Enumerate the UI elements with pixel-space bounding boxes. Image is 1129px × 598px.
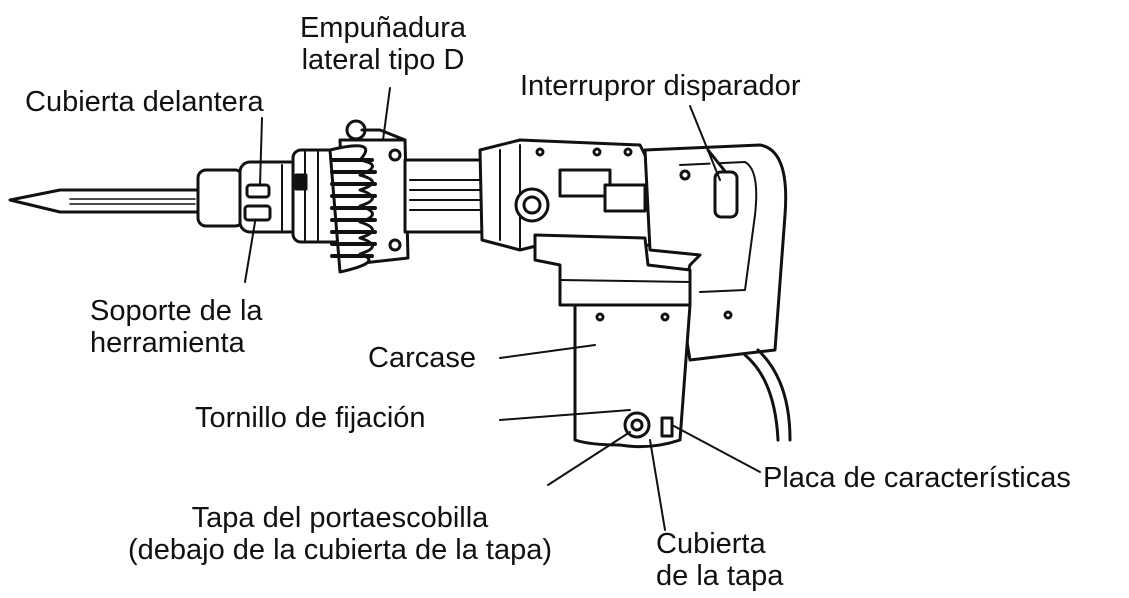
front-cover-part	[196, 160, 302, 234]
label-tornillo: Tornillo de fijación	[195, 402, 426, 434]
label-tapa-portaescobilla: Tapa del portaescobilla (debajo de la cu…	[80, 502, 600, 566]
label-tapa-portaescobilla-line2: (debajo de la cubierta de la tapa)	[127, 534, 552, 566]
label-carcase: Carcase	[368, 342, 476, 374]
label-cubierta-tapa-line2: de la tapa	[656, 560, 784, 592]
label-empunadura: Empuñadura lateral tipo D	[268, 12, 498, 76]
label-soporte: Soporte de la herramienta	[90, 295, 263, 359]
label-interruptor: Interrupror disparador	[520, 70, 801, 102]
leader-lines	[244, 87, 761, 531]
chisel-bit	[8, 188, 202, 214]
label-empunadura-line1: Empuñadura	[299, 12, 467, 44]
d-handle-part	[328, 119, 410, 274]
label-cubierta-delantera: Cubierta delantera	[25, 86, 264, 118]
main-body-part	[478, 138, 657, 252]
label-soporte-line2: herramienta	[90, 327, 245, 359]
barrel-part	[403, 158, 487, 234]
label-cubierta-tapa-line1: Cubierta	[656, 528, 766, 560]
label-cubierta-tapa: Cubierta de la tapa	[656, 528, 783, 592]
power-cord	[743, 348, 792, 442]
label-placa: Placa de características	[763, 462, 1071, 494]
label-empunadura-line2: lateral tipo D	[301, 44, 465, 76]
label-tapa-portaescobilla-line1: Tapa del portaescobilla	[191, 502, 489, 534]
label-soporte-line1: Soporte de la	[90, 295, 263, 327]
